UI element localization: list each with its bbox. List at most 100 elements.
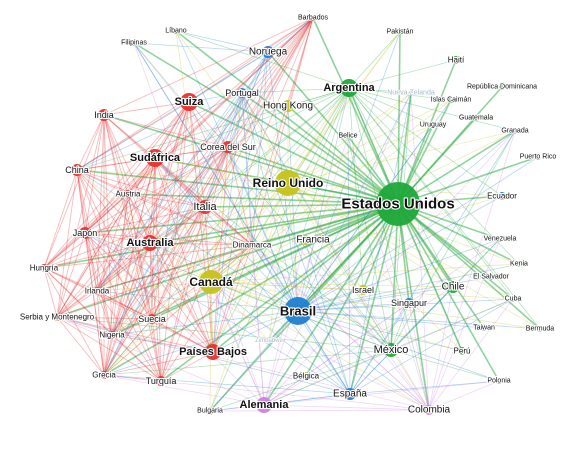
node-bermuda[interactable]	[537, 326, 543, 332]
node-grecia[interactable]	[100, 371, 108, 379]
node-sudafrica[interactable]	[146, 149, 164, 167]
label-puerto-rico: Puerto Rico	[520, 154, 557, 161]
edge	[103, 244, 253, 376]
edge	[151, 318, 162, 382]
node-uruguay[interactable]	[430, 122, 436, 128]
label-belgica: Bélgica	[293, 372, 320, 381]
edge	[111, 334, 162, 382]
label-china: China	[65, 165, 89, 175]
edge	[349, 130, 516, 395]
node-canada[interactable]	[199, 270, 223, 294]
node-italia[interactable]	[198, 200, 212, 214]
edge	[263, 380, 500, 406]
node-alemania[interactable]	[256, 397, 272, 413]
edge	[154, 17, 314, 159]
node-guatemala[interactable]	[473, 115, 479, 121]
node-suecia[interactable]	[147, 314, 157, 324]
node-puerto-rico[interactable]	[535, 154, 541, 160]
edge	[347, 135, 430, 411]
node-dinamarca[interactable]	[248, 241, 256, 249]
node-barbados[interactable]	[310, 15, 316, 21]
node-hungria[interactable]	[40, 264, 48, 272]
node-cuba[interactable]	[510, 296, 516, 302]
edge	[209, 87, 350, 412]
edge	[297, 286, 454, 312]
edge	[76, 169, 299, 312]
edge	[154, 87, 350, 159]
edge	[84, 114, 105, 234]
edge	[103, 51, 269, 376]
label-suecia: Suecia	[138, 314, 166, 324]
node-brasil[interactable]	[284, 297, 312, 325]
label-bermuda: Bermuda	[526, 326, 555, 333]
node-portugal[interactable]	[237, 88, 247, 98]
node-zimbabwe[interactable]	[267, 339, 271, 343]
edge	[56, 316, 113, 336]
edge	[43, 232, 86, 269]
node-irlanda[interactable]	[93, 287, 101, 295]
node-polonia[interactable]	[496, 378, 502, 384]
node-espana[interactable]	[344, 388, 356, 400]
node-taiwan[interactable]	[481, 325, 487, 331]
edge	[263, 349, 392, 406]
node-israel[interactable]	[358, 285, 368, 295]
node-nueva-zelanda[interactable]	[409, 91, 413, 95]
edge	[348, 59, 457, 89]
node-nigeria[interactable]	[108, 331, 116, 339]
edge	[428, 238, 501, 411]
edge	[428, 286, 454, 411]
edge	[428, 130, 516, 411]
node-libano[interactable]	[173, 28, 179, 34]
node-australia[interactable]	[142, 235, 158, 251]
edge	[43, 267, 58, 318]
node-francia[interactable]	[300, 235, 310, 245]
node-china[interactable]	[71, 164, 83, 176]
node-rep-dominicana[interactable]	[499, 84, 505, 90]
edge	[175, 30, 212, 283]
node-corea-del-sur[interactable]	[222, 141, 234, 153]
node-argentina[interactable]	[340, 79, 358, 97]
edge	[287, 31, 401, 184]
node-el-salvador[interactable]	[488, 274, 494, 280]
edge	[111, 92, 243, 336]
node-venezuela[interactable]	[497, 236, 503, 242]
label-alemania: Alemania	[240, 399, 290, 411]
node-chile[interactable]	[447, 281, 459, 293]
node-islas-caiman[interactable]	[448, 97, 454, 103]
node-paises-bajos[interactable]	[205, 344, 221, 360]
edge	[397, 59, 457, 205]
node-kenia[interactable]	[516, 261, 522, 267]
node-ecuador[interactable]	[498, 192, 506, 200]
node-singapur[interactable]	[404, 298, 414, 308]
edge	[96, 157, 156, 292]
edge	[263, 203, 399, 406]
edge	[297, 99, 452, 312]
edge	[43, 267, 162, 382]
node-mexico[interactable]	[384, 343, 398, 357]
edge	[103, 114, 151, 244]
edge	[151, 101, 190, 320]
node-noruega[interactable]	[262, 46, 274, 58]
node-austria[interactable]	[124, 190, 132, 198]
node-peru[interactable]	[458, 347, 466, 355]
node-colombia[interactable]	[424, 405, 434, 415]
node-india[interactable]	[98, 109, 110, 121]
node-granada[interactable]	[512, 128, 518, 134]
node-suiza[interactable]	[180, 93, 198, 111]
node-serbia[interactable]	[53, 313, 61, 321]
node-belice[interactable]	[345, 133, 351, 139]
edge	[160, 146, 229, 382]
node-estados-unidos[interactable]	[376, 182, 420, 226]
node-turquia[interactable]	[156, 376, 166, 386]
node-pakistan[interactable]	[397, 29, 403, 35]
edge	[251, 87, 350, 246]
edge	[267, 17, 314, 53]
node-filipinas[interactable]	[131, 40, 137, 46]
edge	[149, 182, 289, 244]
node-bulgaria[interactable]	[206, 407, 214, 415]
node-belgica[interactable]	[302, 372, 310, 380]
node-hong-kong[interactable]	[282, 100, 294, 112]
node-haiti[interactable]	[452, 56, 460, 64]
node-japon[interactable]	[79, 227, 91, 239]
node-reino-unido[interactable]	[275, 170, 301, 196]
